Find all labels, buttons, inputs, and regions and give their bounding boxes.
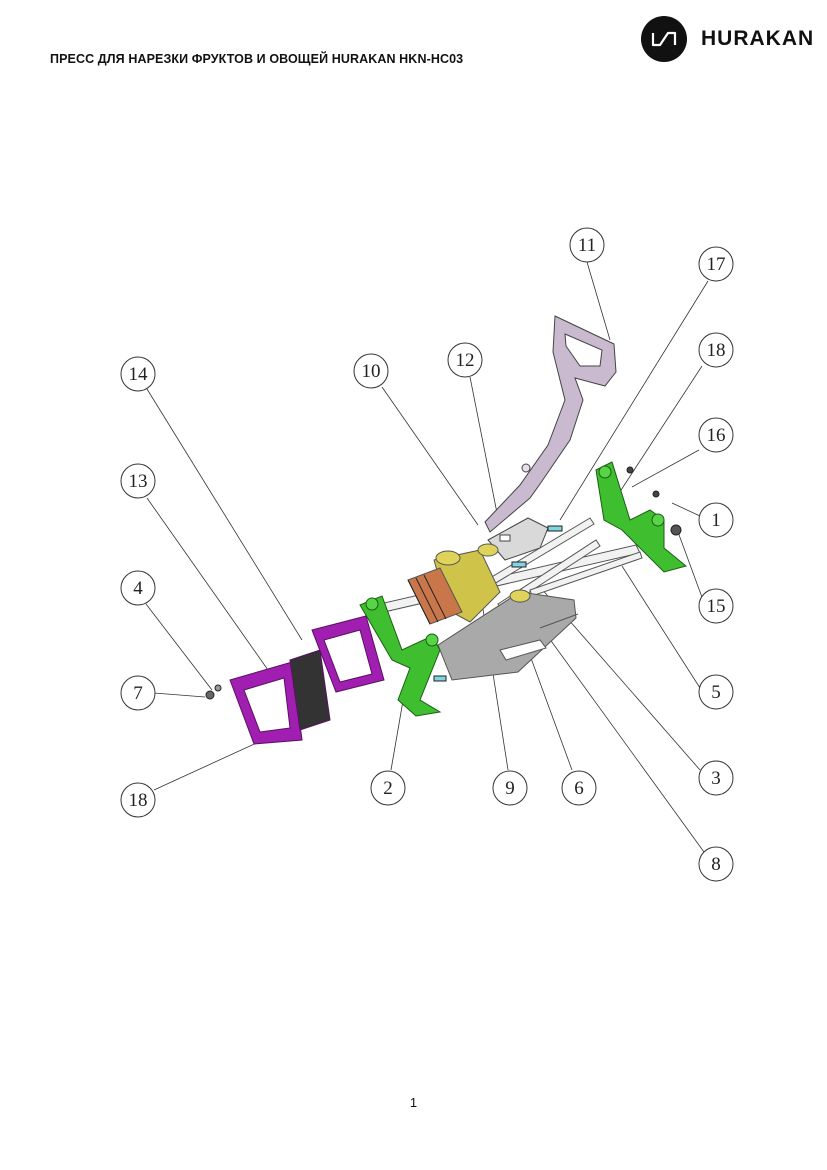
- rear-frame-part: [595, 461, 688, 573]
- callout-6: 6: [561, 770, 597, 806]
- callout-8: 8: [698, 846, 734, 882]
- page-title: ПРЕСС ДЛЯ НАРЕЗКИ ФРУКТОВ И ОВОЩЕЙ HURAK…: [50, 52, 464, 66]
- svg-text:9: 9: [505, 778, 515, 799]
- brand-logo: HURAKAN: [641, 16, 814, 62]
- svg-text:1: 1: [711, 510, 721, 531]
- svg-text:3: 3: [711, 768, 721, 789]
- svg-text:4: 4: [133, 578, 143, 599]
- svg-text:15: 15: [707, 596, 726, 617]
- callout-1: 1: [698, 502, 734, 538]
- fasteners-part: [205, 466, 682, 700]
- callout-10: 10: [353, 353, 389, 389]
- callout-2: 2: [370, 770, 406, 806]
- svg-text:8: 8: [711, 854, 721, 875]
- svg-text:11: 11: [578, 235, 596, 256]
- svg-text:18: 18: [129, 790, 148, 811]
- svg-text:14: 14: [129, 364, 149, 385]
- svg-text:7: 7: [133, 683, 143, 704]
- callout-18-right: 18: [698, 332, 734, 368]
- callout-18-left: 18: [120, 782, 156, 818]
- blade-block-part: [407, 543, 531, 625]
- callout-5: 5: [698, 674, 734, 710]
- callout-12: 12: [447, 342, 483, 378]
- svg-text:10: 10: [362, 361, 381, 382]
- svg-text:13: 13: [129, 471, 148, 492]
- callout-13: 13: [120, 463, 156, 499]
- callout-15: 15: [698, 588, 734, 624]
- callout-3: 3: [698, 760, 734, 796]
- callouts: 11 17 18 16 1 15 5 3 8 6 9 2 10 12 14 13…: [120, 227, 734, 882]
- svg-text:5: 5: [711, 682, 721, 703]
- linkage-bracket-part: [487, 517, 549, 561]
- callout-4: 4: [120, 570, 156, 606]
- leader-lines: [145, 261, 709, 853]
- svg-text:12: 12: [456, 350, 475, 371]
- svg-text:6: 6: [574, 778, 584, 799]
- svg-text:16: 16: [707, 425, 726, 446]
- callout-9: 9: [492, 770, 528, 806]
- page-number: 1: [409, 1095, 418, 1110]
- callout-7: 7: [120, 675, 156, 711]
- svg-text:2: 2: [383, 778, 393, 799]
- hurakan-logo-icon: [641, 16, 687, 62]
- brand-name: HURAKAN: [701, 27, 815, 50]
- callout-16: 16: [698, 417, 734, 453]
- svg-text:17: 17: [707, 254, 726, 275]
- svg-text:18: 18: [707, 340, 726, 361]
- pusher-assembly-part: [229, 615, 385, 745]
- handle-part: [484, 315, 617, 533]
- callout-11: 11: [569, 227, 605, 263]
- callout-14: 14: [120, 356, 156, 392]
- callout-17: 17: [698, 246, 734, 282]
